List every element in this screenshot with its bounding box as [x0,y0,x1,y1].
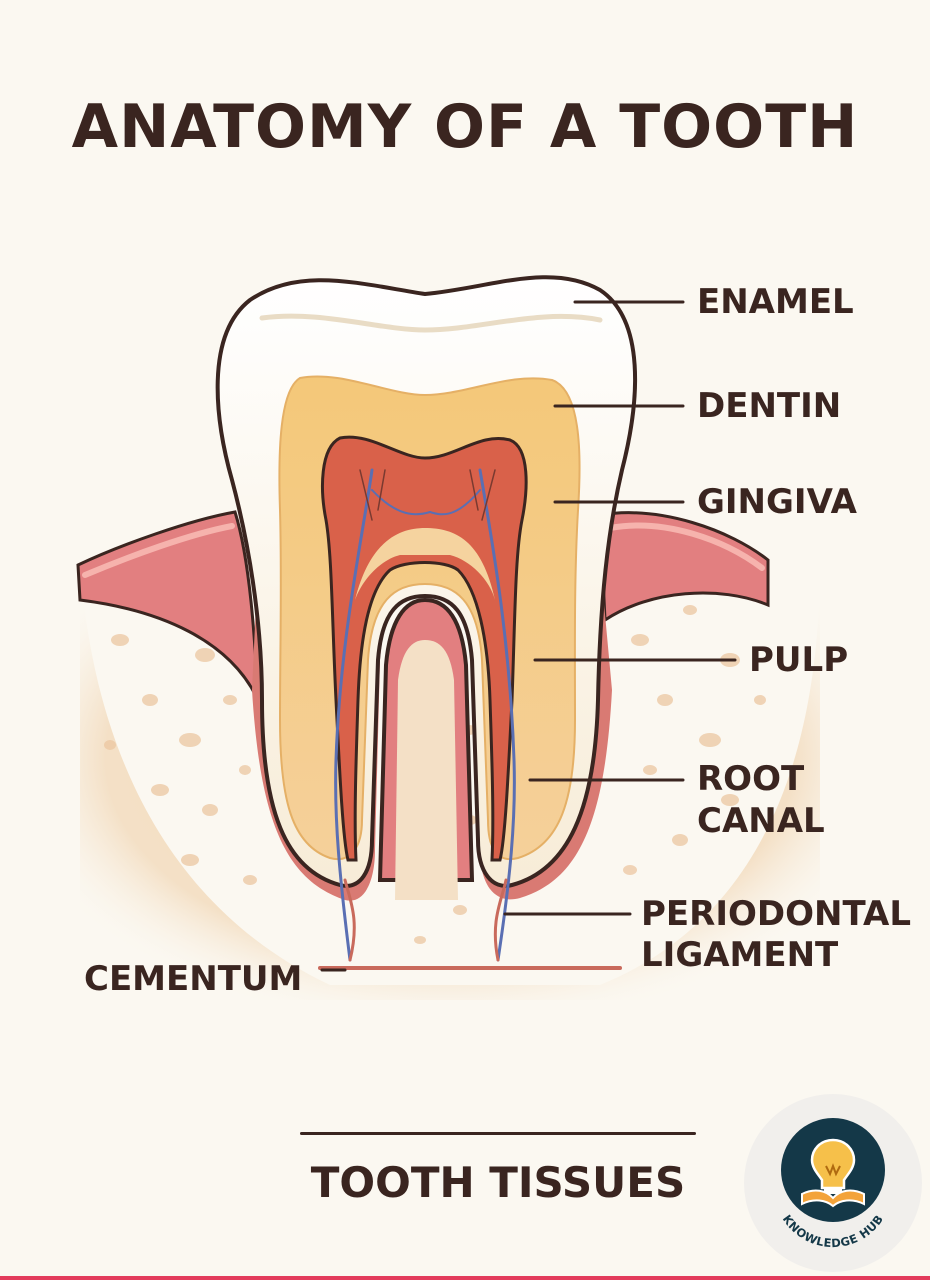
enamel-crown-shade [259,313,603,333]
label-gingiva: GINGIVA [697,482,857,522]
bone-pores [104,605,766,944]
inner-dentin-arch [355,528,495,600]
inter-root-bone [395,640,458,900]
gum-right [598,511,770,623]
label-dentin: DENTIN [697,386,842,426]
bottom-accent-line [0,1276,930,1280]
page-title: ANATOMY OF A TOOTH [71,92,859,162]
leader-lines [320,300,737,972]
gum-right-highlight [607,522,765,571]
gum-left-highlight [82,523,235,578]
footer-title: TOOTH TISSUES [310,1158,686,1207]
label-cementum: CEMENTUM [84,959,303,999]
pulp-vessels [334,468,516,962]
knowledge-hub-logo: KNOWLEDGE HUB [742,1092,924,1274]
footer-divider [300,1132,696,1135]
lightbulb-book-icon [801,1138,865,1208]
label-pulp: PULP [749,640,849,680]
label-root-canal-line1: ROOT [697,759,805,799]
label-enamel: ENAMEL [697,282,854,322]
label-periodontal-line2: LIGAMENT [641,935,839,975]
label-periodontal-line1: PERIODONTAL [641,894,911,934]
jaw-bone [80,560,820,1000]
label-root-canal-line2: CANAL [697,801,825,841]
